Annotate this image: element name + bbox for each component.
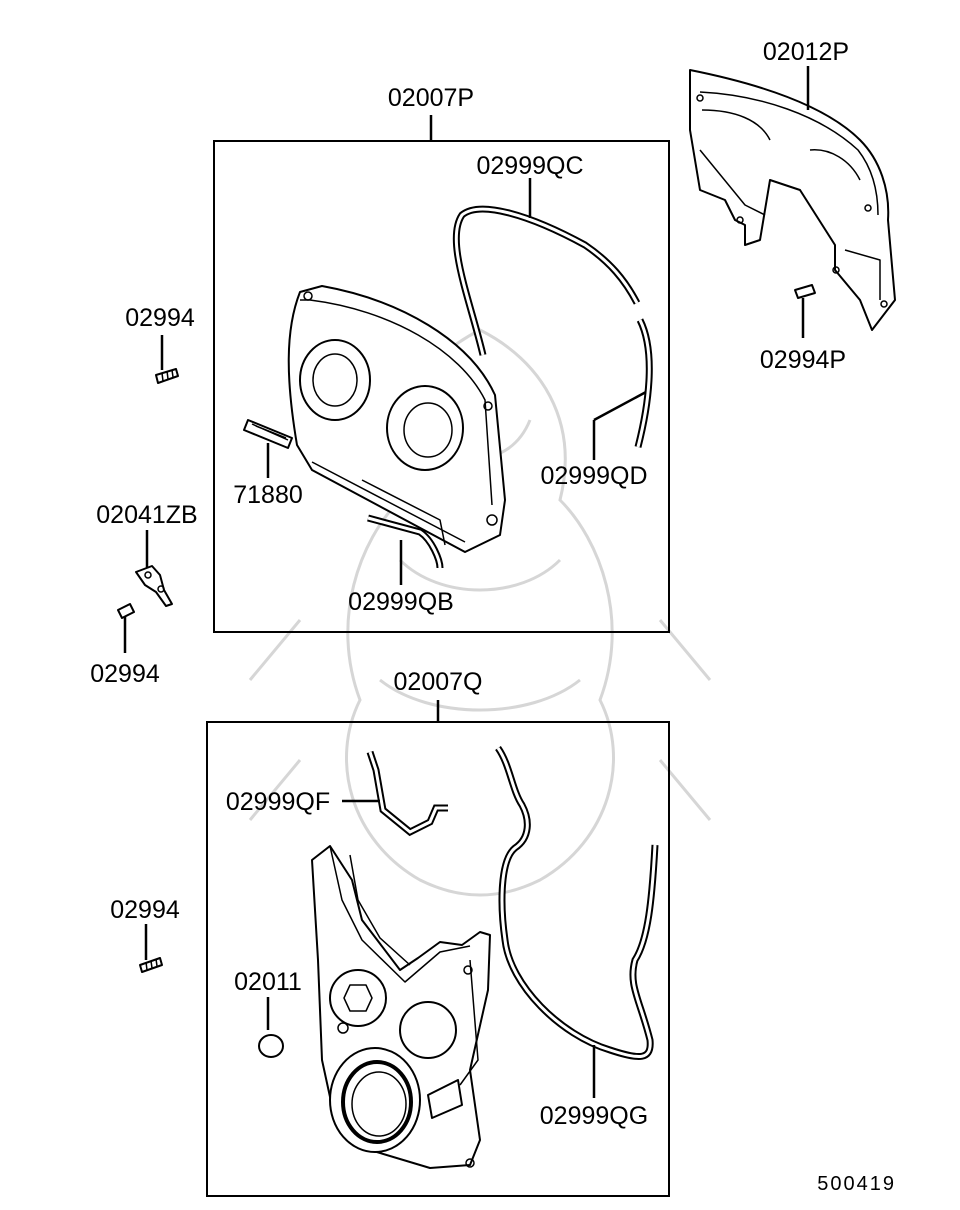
seal-02999QG: 02999QG: [495, 745, 659, 1130]
diagram-reference-code: 500419: [817, 1173, 896, 1195]
assembly-box-02007P: 02007P: [213, 84, 670, 633]
bolt-02994P: 02994P: [760, 284, 846, 374]
label-02999QC: 02999QC: [476, 152, 583, 180]
label-plate-71880: 71880: [233, 419, 303, 509]
upper-timing-cover: [287, 285, 506, 553]
seal-02999QF: 02999QF: [226, 750, 448, 837]
seal-02999QB: 02999QB: [348, 514, 454, 616]
label-71880: 71880: [233, 481, 303, 509]
label-02994-lower: 02994: [110, 896, 180, 924]
label-02041ZB: 02041ZB: [96, 501, 197, 529]
label-02011: 02011: [234, 968, 302, 996]
label-02007P: 02007P: [388, 84, 474, 112]
label-02994-upper: 02994: [125, 304, 195, 332]
seal-02999QD: 02999QD: [540, 318, 653, 490]
label-02999QF: 02999QF: [226, 788, 330, 816]
label-02994-middle: 02994: [90, 660, 160, 688]
label-02994P: 02994P: [760, 346, 846, 374]
seal-02999QC: 02999QC: [452, 152, 641, 356]
bracket-02041ZB: 02041ZB: [96, 501, 198, 607]
bolt-02994-upper: 02994: [125, 304, 195, 384]
label-02999QB: 02999QB: [348, 588, 454, 616]
bolt-02994-lower: 02994: [110, 896, 180, 973]
lower-timing-cover: [311, 845, 491, 1169]
label-02999QD: 02999QD: [540, 462, 647, 490]
assembly-box-02007Q: 02007Q: [206, 668, 670, 1197]
label-02012P: 02012P: [763, 38, 849, 66]
plug-02011: 02011: [234, 968, 302, 1058]
label-02007Q: 02007Q: [394, 668, 483, 696]
label-02999QG: 02999QG: [540, 1102, 648, 1130]
assembly-frame-upper: [213, 140, 670, 633]
rear-cover-02012P: 02012P: [689, 38, 896, 331]
bolt-02994-middle: 02994: [90, 603, 160, 688]
